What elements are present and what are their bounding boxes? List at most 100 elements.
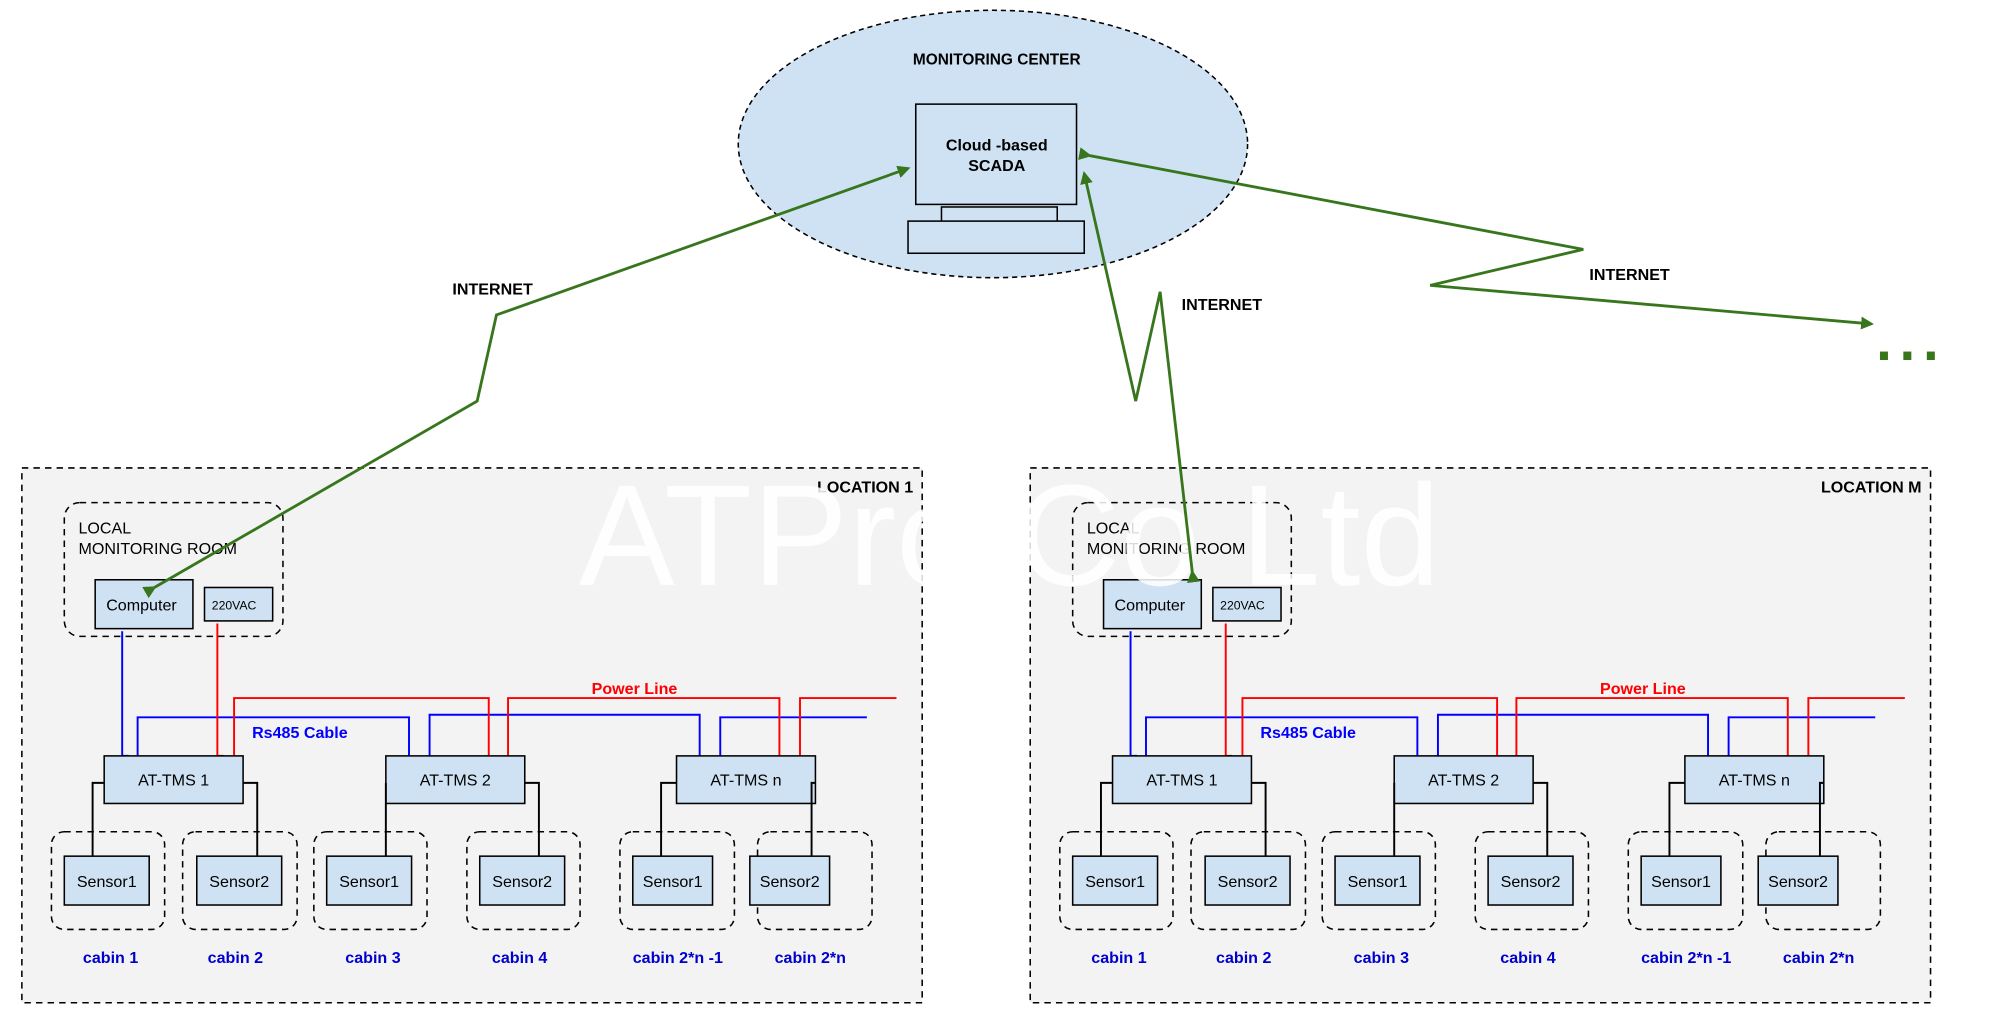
- internet-label-other-locations: INTERNET: [1589, 266, 1670, 284]
- scada-keyboard: [907, 220, 1086, 255]
- sensor-label-1: Sensor1: [77, 873, 137, 891]
- cabin-frame-4: [1474, 830, 1590, 931]
- tms-unit-1: [1111, 755, 1253, 805]
- rs485-segment-2: [428, 713, 701, 756]
- tms-unit-3: [1684, 755, 1825, 805]
- sensor-label-1: Sensor1: [1085, 873, 1145, 891]
- watermark: ATPro Co Ltd: [579, 455, 1441, 616]
- cabin-frame-6: [1765, 830, 1882, 931]
- rs485-segment-2: [1436, 713, 1710, 756]
- tms-unit-2: [385, 755, 526, 805]
- internet-links: INTERNET INTERNET INTERNET ...: [142, 147, 1946, 599]
- power-line-segment-1: [1241, 697, 1499, 756]
- tms-unit-label-1: AT-TMS 1: [138, 771, 209, 789]
- cabin-label-1: cabin 1: [83, 949, 138, 967]
- rs485-segment-3: [1727, 716, 1876, 756]
- tms-unit-label-2: AT-TMS 2: [420, 771, 491, 789]
- cabin-frame-3: [1321, 830, 1437, 931]
- power-line-segment-1: [233, 697, 490, 756]
- power-line-segment-2: [1515, 697, 1789, 756]
- sensor-box-4: [1487, 855, 1574, 906]
- scada-monitor-stand: [940, 206, 1059, 224]
- monitoring-center-title: MONITORING CENTER: [913, 51, 1081, 68]
- sensor-label-5: Sensor1: [1651, 873, 1711, 891]
- tms-unit-3: [675, 755, 817, 805]
- power-source-box: [1212, 586, 1282, 622]
- cabin-label-4: cabin 4: [1500, 949, 1555, 967]
- cabin-frame-2: [1190, 830, 1307, 931]
- room-label-line2: MONITORING ROOM: [78, 540, 237, 558]
- rs485-segment-1: [1145, 716, 1419, 756]
- sensor-box-4: [478, 855, 566, 906]
- cabin-label-3: cabin 3: [345, 949, 400, 967]
- scada-label-line1: Cloud -based: [946, 136, 1048, 154]
- sensor-label-6: Sensor2: [1768, 873, 1828, 891]
- tms-unit-label-3: AT-TMS n: [710, 771, 781, 789]
- sensor-box-2: [1204, 855, 1291, 906]
- cabin-label-2: cabin 2: [208, 949, 263, 967]
- sensor-box-5: [632, 855, 714, 906]
- cabin-frame-5: [619, 830, 736, 931]
- sensor-label-5: Sensor1: [643, 873, 703, 891]
- sensor-label-6: Sensor2: [760, 873, 820, 891]
- cabin-label-3: cabin 3: [1354, 949, 1409, 967]
- internet-label-location-m: INTERNET: [1182, 296, 1263, 314]
- scada-computer-icon: [907, 103, 1086, 255]
- cabin-label-5: cabin 2*n -1: [1641, 949, 1731, 967]
- cabin-label-6: cabin 2*n: [775, 949, 846, 967]
- tms-unit-1: [103, 755, 244, 805]
- computer-label: Computer: [1115, 597, 1186, 615]
- room-label-line1: LOCAL: [78, 520, 131, 538]
- sensor-box-1: [63, 855, 150, 906]
- cabin-frame-2: [181, 830, 298, 931]
- cabin-label-2: cabin 2: [1216, 949, 1271, 967]
- internet-link-other-locations: [1078, 147, 1874, 330]
- tms-unit-label-2: AT-TMS 2: [1428, 771, 1499, 789]
- sensor-label-2: Sensor2: [209, 873, 269, 891]
- monitoring-center: MONITORING CENTER Cloud -based SCADA: [737, 9, 1249, 279]
- sensor-box-3: [325, 855, 413, 906]
- computer-box: [1102, 579, 1203, 630]
- power-line-segment-3: [1807, 697, 1905, 756]
- cabin-label-5: cabin 2*n -1: [633, 949, 723, 967]
- internet-label-location-1: INTERNET: [452, 280, 533, 298]
- power-source-label: 220VAC: [1220, 598, 1265, 612]
- cabin-frame-5: [1627, 830, 1744, 931]
- rs485-segment-1: [136, 716, 410, 756]
- power-line-label: Power Line: [592, 680, 678, 698]
- scada-monitor: [914, 103, 1078, 206]
- sensor-box-3: [1334, 855, 1421, 906]
- sensor-box-5: [1640, 855, 1722, 906]
- sensor-box-6: [1757, 855, 1839, 906]
- more-locations-ellipsis: ...: [1876, 309, 1946, 372]
- cabin-label-6: cabin 2*n: [1783, 949, 1854, 967]
- tms-unit-2: [1393, 755, 1534, 805]
- location-title: LOCATION M: [1821, 478, 1922, 496]
- sensor-box-1: [1071, 855, 1159, 906]
- cabin-frame-4: [466, 830, 581, 931]
- internet-link-location-1: [142, 165, 911, 599]
- power-line-segment-3: [799, 697, 897, 756]
- rs485-label: Rs485 Cable: [1260, 724, 1356, 742]
- sensor-box-6: [749, 855, 831, 906]
- sensor-label-4: Sensor2: [1501, 873, 1561, 891]
- power-line-segment-2: [507, 697, 781, 756]
- sensor-label-4: Sensor2: [492, 873, 552, 891]
- cabin-label-1: cabin 1: [1091, 949, 1146, 967]
- computer-label: Computer: [106, 597, 177, 615]
- power-line-label: Power Line: [1600, 680, 1686, 698]
- cabin-frame-1: [50, 830, 166, 931]
- cabin-frame-6: [756, 830, 873, 931]
- rs485-label: Rs485 Cable: [252, 724, 348, 742]
- cabin-frame-3: [313, 830, 428, 931]
- sensor-label-3: Sensor1: [339, 873, 399, 891]
- rs485-segment-3: [719, 716, 867, 756]
- cabin-frame-1: [1059, 830, 1174, 931]
- sensor-label-3: Sensor1: [1348, 873, 1408, 891]
- tms-unit-label-3: AT-TMS n: [1719, 771, 1790, 789]
- sensor-label-2: Sensor2: [1218, 873, 1278, 891]
- sensor-box-2: [196, 855, 283, 906]
- cabin-label-4: cabin 4: [492, 949, 547, 967]
- scada-label-line2: SCADA: [968, 157, 1026, 175]
- tms-unit-label-1: AT-TMS 1: [1146, 771, 1217, 789]
